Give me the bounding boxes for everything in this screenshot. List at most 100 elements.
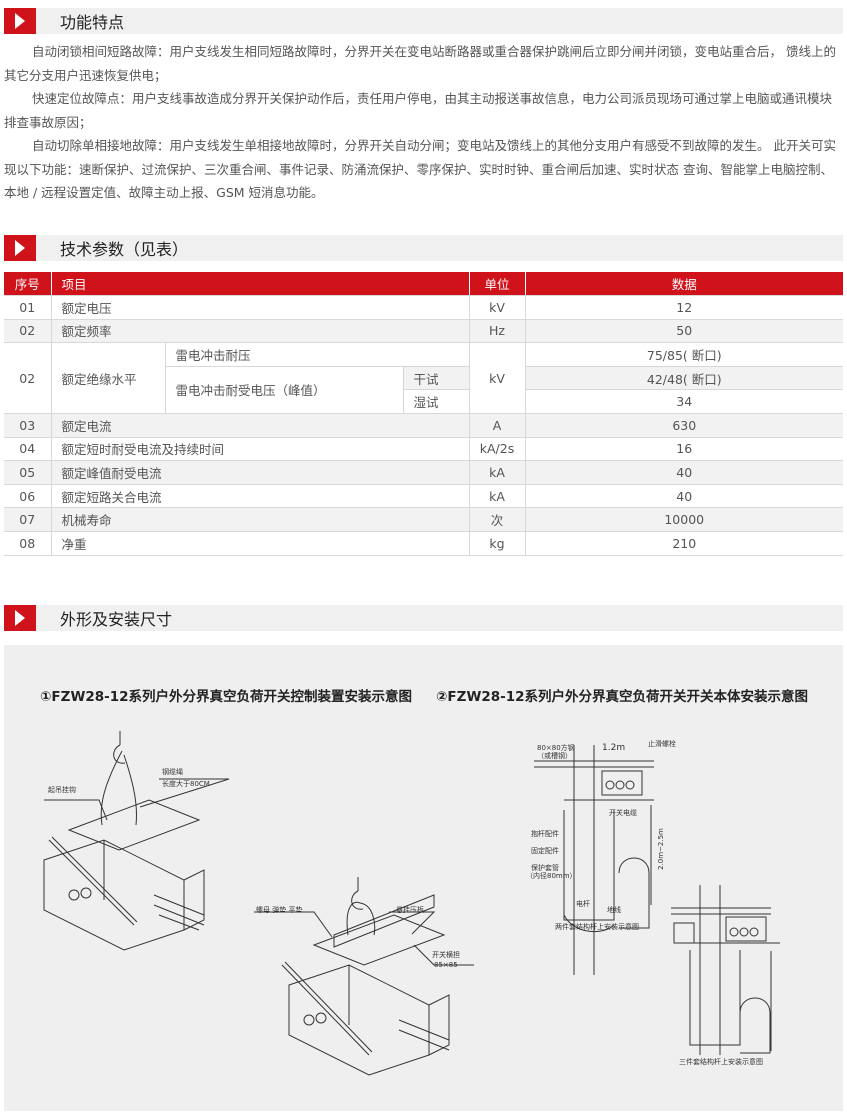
cell-value: 75/85( 断口) [525, 342, 843, 367]
table-header: 序号 项目 单位 数据 [4, 272, 843, 297]
cell-unit: A [469, 413, 526, 438]
table-row: 07 机械寿命 次 10000 [4, 507, 843, 533]
pole-mount-drawing-2 [671, 885, 780, 1055]
cell-unit: Hz [469, 319, 526, 344]
cell-no: 03 [4, 413, 52, 438]
caption-two-piece: 两件套结构杆上安装示意图 [555, 923, 639, 931]
cell-item: 额定峰值耐受电流 [51, 460, 470, 485]
table-row: 02 额定绝缘水平 雷电冲击耐压 kV 75/85( 断口) [4, 342, 843, 415]
table-row: 03 额定电流 A 630 [4, 413, 843, 438]
pole-mount-drawing-1 [534, 745, 654, 975]
cell-no: 05 [4, 460, 52, 485]
label-steel-alt: （或槽钢） [537, 752, 572, 760]
label-nut: 螺母 弹垫 平垫 [256, 906, 303, 914]
section-title: 功能特点 [60, 13, 125, 32]
features-text: 自动闭锁相间短路故障：用户支线发生相同短路故障时，分界开关在变电站断路器或重合器… [4, 40, 842, 205]
section-title: 外形及安装尺寸 [60, 610, 173, 629]
label-plate: 悬挂压板 [396, 906, 424, 914]
header-unit: 单位 [469, 272, 526, 297]
label-cable: 开关电缆 [609, 809, 637, 817]
cell-unit: 次 [469, 507, 526, 533]
cell-value: 34 [525, 389, 843, 415]
cell-item: 机械寿命 [51, 507, 470, 533]
play-icon [4, 235, 36, 261]
label-distance: 1.2m [602, 743, 626, 753]
section-header-params: 技术参数（见表） [4, 235, 843, 261]
cell-item: 额定电压 [51, 295, 470, 320]
label-beam: 开关横担 [432, 951, 460, 959]
label-ground: 地线 [607, 906, 621, 914]
cell-value: 50 [525, 319, 843, 344]
label-hook: 起吊挂钩 [48, 786, 76, 794]
cell-no: 06 [4, 484, 52, 509]
cell-value: 12 [525, 295, 843, 320]
cell-item: 净重 [51, 531, 470, 556]
cell-no: 07 [4, 507, 52, 533]
feature-paragraph: 自动切除单相接地故障：用户支线发生单相接地故障时，分界开关自动分闸；变电站及馈线… [4, 138, 836, 200]
cell-value: 10000 [525, 507, 843, 533]
label-pipe-size: （内径80mm） [526, 872, 577, 880]
cell-subitem: 雷电冲击耐受电压（峰值） [165, 366, 404, 415]
header-item: 项目 [51, 272, 470, 297]
header-no: 序号 [4, 272, 52, 297]
table-row: 05 额定峰值耐受电流 kA 40 [4, 460, 843, 485]
cell-unit: kA [469, 460, 526, 485]
section-header-dims: 外形及安装尺寸 [4, 605, 843, 631]
cell-value: 16 [525, 437, 843, 462]
cell-item: 额定频率 [51, 319, 470, 344]
table-row: 04 额定短时耐受电流及持续时间 kA/2s 16 [4, 437, 843, 462]
label-rope-length: 长度大于80CM [162, 780, 210, 788]
label-height: 2.0m~2.5m [656, 828, 665, 870]
section-title: 技术参数（见表） [60, 240, 189, 259]
label-bolt: 止滑螺栓 [648, 740, 676, 748]
cell-no: 02 [4, 319, 52, 344]
play-icon [4, 605, 36, 631]
label-beam-size: 85×85 [434, 961, 458, 969]
switch-drawings [43, 731, 780, 1076]
feature-paragraph: 自动闭锁相间短路故障：用户支线发生相同短路故障时，分界开关在变电站断路器或重合器… [4, 44, 836, 83]
label-rope: 钢缆绳 [162, 768, 183, 776]
label-steel: 80×80方钢 [537, 744, 575, 752]
cell-no: 08 [4, 531, 52, 556]
cell-unit: kg [469, 531, 526, 556]
switch-lift-drawing-2 [254, 877, 474, 1076]
cell-no: 01 [4, 295, 52, 320]
cell-unit: kV [469, 295, 526, 320]
cell-subitem: 雷电冲击耐压 [165, 342, 470, 367]
cell-item: 额定短时耐受电流及持续时间 [51, 437, 470, 462]
table-row: 01 额定电压 kV 12 [4, 295, 843, 320]
table-row: 02 额定频率 Hz 50 [4, 319, 843, 344]
section-header-features: 功能特点 [4, 8, 843, 34]
cell-item: 额定绝缘水平 [51, 342, 166, 415]
installation-diagrams: ①FZW28-12系列户外分界真空负荷开关控制装置安装示意图 ②FZW28-12… [4, 645, 843, 1111]
feature-paragraph: 快速定位故障点：用户支线事故造成分界开关保护动作后，责任用户停电，由其主动报送事… [4, 91, 833, 130]
table-row: 湿试 34 [4, 389, 843, 415]
cell-no: 04 [4, 437, 52, 462]
header-value: 数据 [525, 272, 843, 297]
cell-no: 02 [4, 342, 52, 415]
play-icon [4, 8, 36, 34]
table-row: 06 额定短路关合电流 kA 40 [4, 484, 843, 509]
cell-value: 210 [525, 531, 843, 556]
cell-unit: kA [469, 484, 526, 509]
caption-three-piece: 三件套结构杆上安装示意图 [679, 1058, 763, 1066]
cell-value: 40 [525, 460, 843, 485]
table-row: 雷电冲击耐受电压（峰值） 干试 42/48( 断口) [4, 366, 843, 415]
table-row: 08 净重 kg 210 [4, 531, 843, 556]
diagram-title-2: ②FZW28-12系列户外分界真空负荷开关开关本体安装示意图 [436, 689, 809, 705]
params-table: 序号 项目 单位 数据 01 额定电压 kV 12 02 额定频率 Hz 50 … [4, 272, 843, 556]
cell-value: 42/48( 断口) [525, 366, 843, 391]
label-fix: 固定配件 [531, 847, 559, 855]
cell-unit: kA/2s [469, 437, 526, 462]
cell-dry: 干试 [403, 366, 470, 391]
label-pipe: 保护套管 [531, 864, 559, 872]
diagram-title-1: ①FZW28-12系列户外分界真空负荷开关控制装置安装示意图 [40, 689, 413, 705]
cell-item: 额定电流 [51, 413, 470, 438]
label-hold: 抱杆配件 [531, 830, 559, 838]
cell-unit: kV [469, 342, 526, 415]
cell-item: 额定短路关合电流 [51, 484, 470, 509]
cell-value: 40 [525, 484, 843, 509]
cell-wet: 湿试 [403, 389, 470, 415]
label-pole: 电杆 [576, 900, 590, 908]
cell-value: 630 [525, 413, 843, 438]
